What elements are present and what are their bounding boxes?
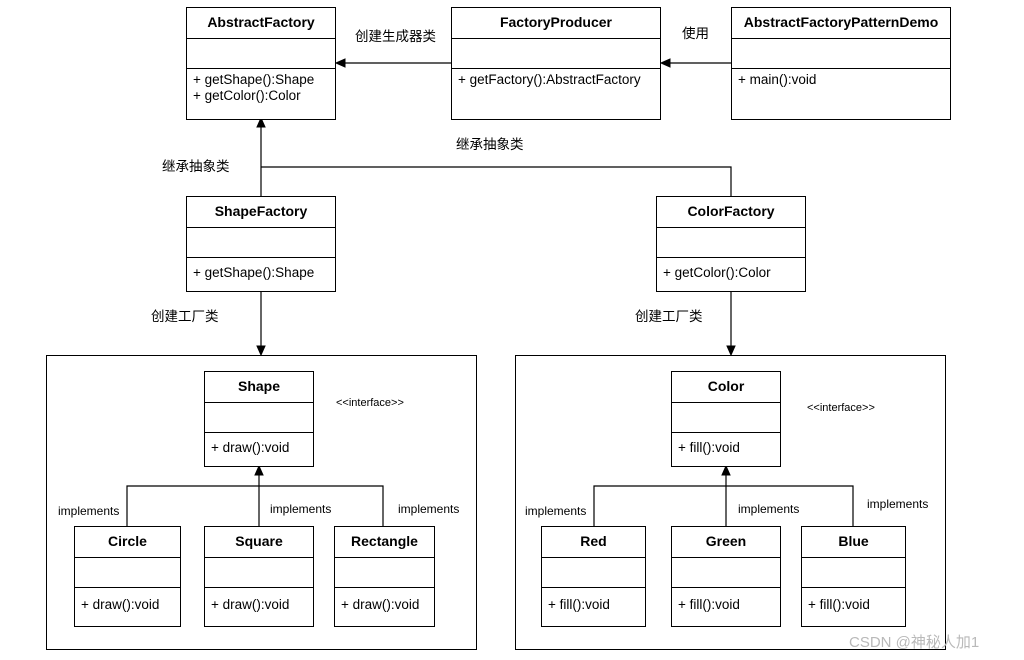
- operation: + draw():void: [81, 597, 160, 612]
- operation: + fill():void: [548, 597, 610, 612]
- edge-rectangle-implements-shape: [259, 485, 384, 526]
- operations-section: + fill():void: [542, 588, 645, 626]
- operation: + draw():void: [341, 597, 420, 612]
- label-implements-rectangle: implements: [398, 502, 460, 516]
- attributes-section: [802, 558, 905, 588]
- class-name: Green: [672, 527, 780, 558]
- operations-section: + getColor():Color: [657, 258, 805, 291]
- label-create-factory-left: 创建工厂类: [151, 309, 219, 324]
- arrowhead-to-shape-interface: [254, 464, 264, 476]
- operations-section: + draw():void: [205, 433, 313, 466]
- operation: + draw():void: [211, 440, 290, 455]
- class-name: Square: [205, 527, 313, 558]
- attributes-section: [205, 558, 313, 588]
- operations-section: + fill():void: [672, 588, 780, 626]
- class-name: Color: [672, 372, 780, 403]
- attributes-section: [187, 228, 335, 258]
- operation: + fill():void: [808, 597, 870, 612]
- label-color-stereotype: <<interface>>: [807, 402, 875, 414]
- shape-package: [46, 355, 477, 650]
- class-name: AbstractFactoryPatternDemo: [732, 8, 950, 39]
- arrowhead-to-color-package: [726, 345, 736, 357]
- attributes-section: [205, 403, 313, 433]
- operations-section: + getShape():Shape + getColor():Color: [187, 69, 335, 119]
- class-green: Green + fill():void: [671, 526, 781, 627]
- edge-colorfactory-to-abstractfactory: [261, 166, 732, 196]
- label-create-factory-right: 创建工厂类: [635, 309, 703, 324]
- label-implements-green: implements: [738, 502, 800, 516]
- attributes-section: [672, 558, 780, 588]
- class-name: FactoryProducer: [452, 8, 660, 39]
- label-implements-blue: implements: [867, 497, 929, 511]
- operations-section: + draw():void: [75, 588, 180, 626]
- class-blue: Blue + fill():void: [801, 526, 906, 627]
- watermark: CSDN @神秘人加1: [849, 634, 980, 651]
- class-abstractfactory: AbstractFactory + getShape():Shape + get…: [186, 7, 336, 120]
- operation: + fill():void: [678, 597, 740, 612]
- class-shape-interface: Shape + draw():void: [204, 371, 314, 467]
- label-inherit-right: 继承抽象类: [456, 137, 524, 152]
- attributes-section: [542, 558, 645, 588]
- operation: + getColor():Color: [663, 265, 771, 280]
- label-implements-circle: implements: [58, 504, 120, 518]
- class-red: Red + fill():void: [541, 526, 646, 627]
- class-square: Square + draw():void: [204, 526, 314, 627]
- operations-section: + getFactory():AbstractFactory: [452, 69, 660, 119]
- class-abstractfactorypatterndemo: AbstractFactoryPatternDemo + main():void: [731, 7, 951, 120]
- label-implements-square: implements: [270, 502, 332, 516]
- class-shapefactory: ShapeFactory + getShape():Shape: [186, 196, 336, 292]
- class-color-interface: Color + fill():void: [671, 371, 781, 467]
- class-colorfactory: ColorFactory + getColor():Color: [656, 196, 806, 292]
- attributes-section: [657, 228, 805, 258]
- operation: + getColor():Color: [193, 88, 301, 103]
- class-name: Rectangle: [335, 527, 434, 558]
- attributes-section: [335, 558, 434, 588]
- arrowhead-to-color-interface: [721, 464, 731, 476]
- class-circle: Circle + draw():void: [74, 526, 181, 627]
- class-name: Shape: [205, 372, 313, 403]
- operation: + getFactory():AbstractFactory: [458, 72, 641, 87]
- operations-section: + draw():void: [335, 588, 434, 626]
- operation: + fill():void: [678, 440, 740, 455]
- class-name: AbstractFactory: [187, 8, 335, 39]
- label-create-producer: 创建生成器类: [355, 29, 436, 44]
- operation: + draw():void: [211, 597, 290, 612]
- operations-section: + draw():void: [205, 588, 313, 626]
- label-implements-red: implements: [525, 504, 587, 518]
- label-inherit-left: 继承抽象类: [162, 159, 230, 174]
- attributes-section: [187, 39, 335, 69]
- operations-section: + fill():void: [672, 433, 780, 466]
- attributes-section: [452, 39, 660, 69]
- arrowhead-producer-to-abstractfactory: [334, 58, 346, 68]
- attributes-section: [672, 403, 780, 433]
- arrowhead-to-abstractfactory-bottom: [256, 116, 266, 128]
- class-name: Red: [542, 527, 645, 558]
- operation: + main():void: [738, 72, 817, 87]
- class-name: ColorFactory: [657, 197, 805, 228]
- attributes-section: [75, 558, 180, 588]
- class-name: Blue: [802, 527, 905, 558]
- color-package: [515, 355, 946, 650]
- edge-red-implements-color: [593, 485, 726, 526]
- class-name: Circle: [75, 527, 180, 558]
- operations-section: + fill():void: [802, 588, 905, 626]
- operation: + getShape():Shape: [193, 72, 315, 87]
- operation: + getShape():Shape: [193, 265, 315, 280]
- arrowhead-demo-to-producer: [659, 58, 671, 68]
- class-rectangle: Rectangle + draw():void: [334, 526, 435, 627]
- label-use: 使用: [682, 26, 709, 41]
- operations-section: + getShape():Shape: [187, 258, 335, 291]
- label-shape-stereotype: <<interface>>: [336, 397, 404, 409]
- arrowhead-to-shape-package: [256, 345, 266, 357]
- operations-section: + main():void: [732, 69, 950, 119]
- class-name: ShapeFactory: [187, 197, 335, 228]
- class-factoryproducer: FactoryProducer + getFactory():AbstractF…: [451, 7, 661, 120]
- edge-circle-implements-shape: [126, 485, 259, 526]
- attributes-section: [732, 39, 950, 69]
- edge-blue-implements-color: [726, 485, 854, 526]
